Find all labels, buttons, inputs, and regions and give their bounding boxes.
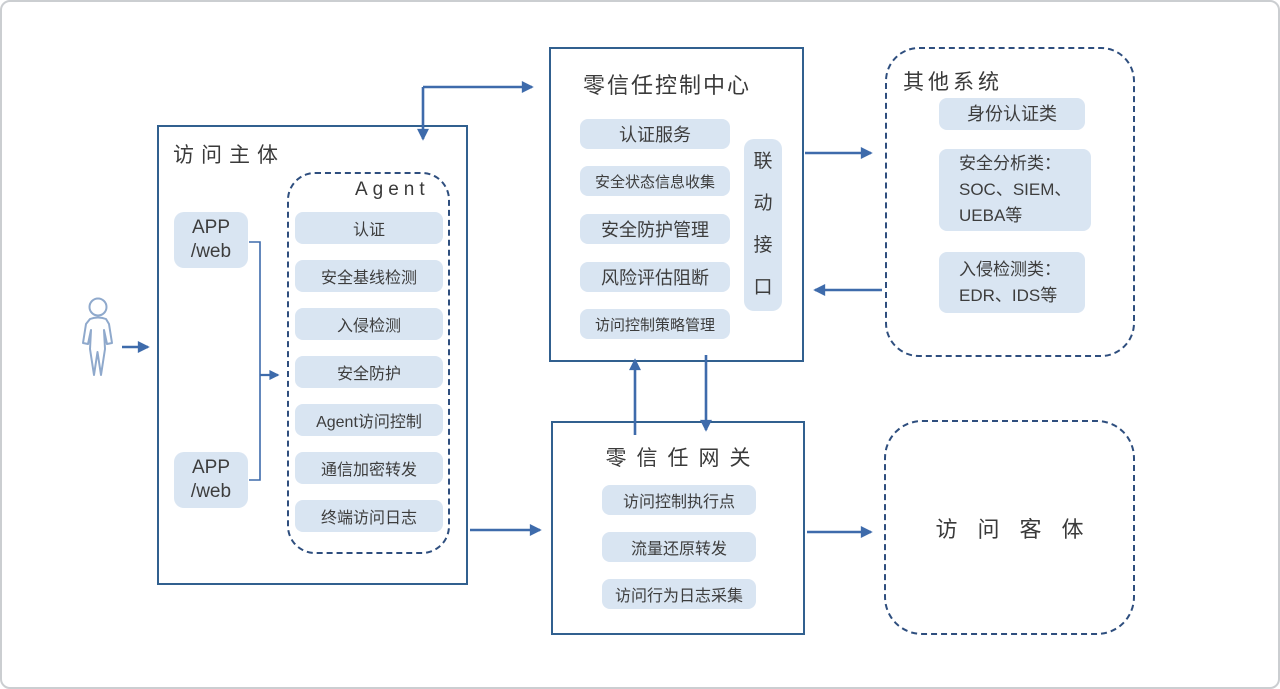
access-object-box (884, 420, 1135, 635)
gateway-item-traffic-restore-forward: 流量还原转发 (602, 532, 756, 562)
agent-item-authentication: 认证 (295, 212, 443, 244)
control-item-auth-service: 认证服务 (580, 119, 730, 149)
app-web-node-bottom: APP /web (174, 452, 248, 508)
other-systems-intrusion-detection: 入侵检测类： EDR、IDS等 (939, 252, 1085, 313)
agent-item-security-baseline-check: 安全基线检测 (295, 260, 443, 292)
agent-item-encrypted-forwarding: 通信加密转发 (295, 452, 443, 484)
control-item-security-status-collection: 安全状态信息收集 (580, 166, 730, 196)
access-object-title: 访问客体 (935, 516, 1104, 542)
other-systems-title: 其他系统 (903, 71, 1003, 94)
agent-item-terminal-access-log: 终端访问日志 (295, 500, 443, 532)
control-item-access-control-policy-mgmt: 访问控制策略管理 (580, 309, 730, 339)
agent-item-intrusion-detection: 入侵检测 (295, 308, 443, 340)
access-subject-title: 访问主体 (173, 144, 285, 167)
gateway-title: 零信任网关 (605, 447, 761, 470)
gateway-item-enforcement-point: 访问控制执行点 (602, 485, 756, 515)
other-systems-security-analysis: 安全分析类： SOC、SIEM、 UEBA等 (939, 149, 1091, 231)
other-systems-box (885, 47, 1135, 357)
person-icon (82, 297, 113, 376)
linkage-interface-label: 联动接口 (744, 139, 782, 311)
agent-item-security-protection: 安全防护 (295, 356, 443, 388)
app-web-line: /web (190, 481, 232, 502)
agent-group-box (287, 172, 450, 554)
app-web-node-top: APP /web (174, 212, 248, 268)
other-systems-identity-auth: 身份认证类 (939, 98, 1085, 130)
app-web-line: /web (190, 241, 232, 262)
agent-item-agent-access-control: Agent访问控制 (295, 404, 443, 436)
app-web-line: APP (191, 457, 231, 478)
app-web-line: APP (191, 217, 231, 238)
gateway-item-access-behavior-log: 访问行为日志采集 (602, 579, 756, 609)
control-center-title: 零信任控制中心 (583, 73, 752, 98)
agent-group-title: Agent (355, 179, 430, 200)
control-item-risk-assessment-blocking: 风险评估阻断 (580, 262, 730, 292)
control-item-security-protection-mgmt: 安全防护管理 (580, 214, 730, 244)
